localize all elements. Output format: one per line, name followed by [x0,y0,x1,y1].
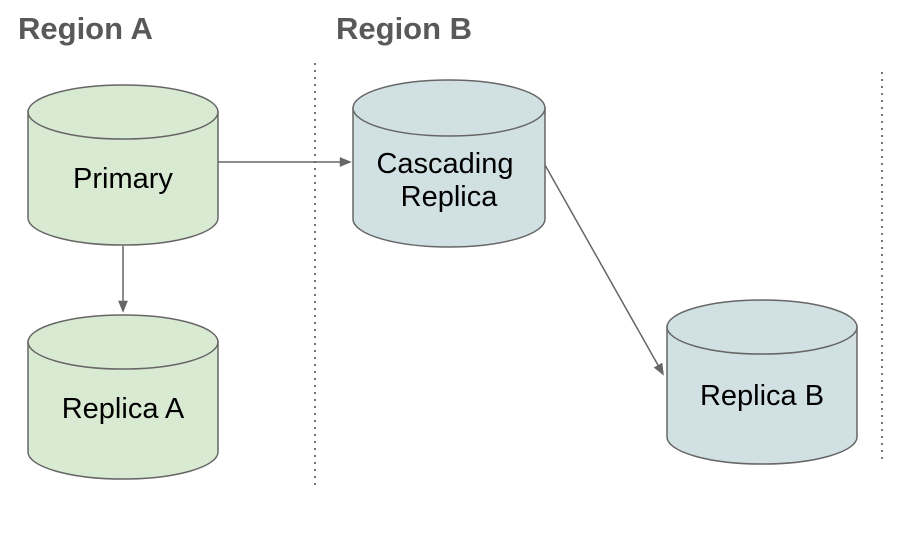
node-label: Cascading Replica [376,148,521,213]
node-cascading-replica: Cascading Replica [352,79,546,248]
cylinder-body [352,107,546,248]
node-label: Replica B [700,380,824,412]
node-replica-b: Replica B [666,299,858,465]
cylinder-body [27,111,219,246]
node-label: Replica A [62,393,185,425]
cylinder-body [666,326,858,465]
node-replica-a: Replica A [27,314,219,480]
region-a-heading: Region A [18,11,153,46]
node-label-line-2: Replica [401,181,499,213]
cylinder-top [352,79,546,137]
cylinder-top [27,84,219,140]
edge-cascading-replica-to-replica-b [544,164,664,376]
node-primary: Primary [27,84,219,246]
node-label-line-1: Cascading [376,148,513,180]
cylinder-top [666,299,858,355]
region-b-heading: Region B [336,11,472,46]
cylinder-body [27,341,219,480]
node-label: Primary [73,163,173,195]
cylinder-top [27,314,219,370]
